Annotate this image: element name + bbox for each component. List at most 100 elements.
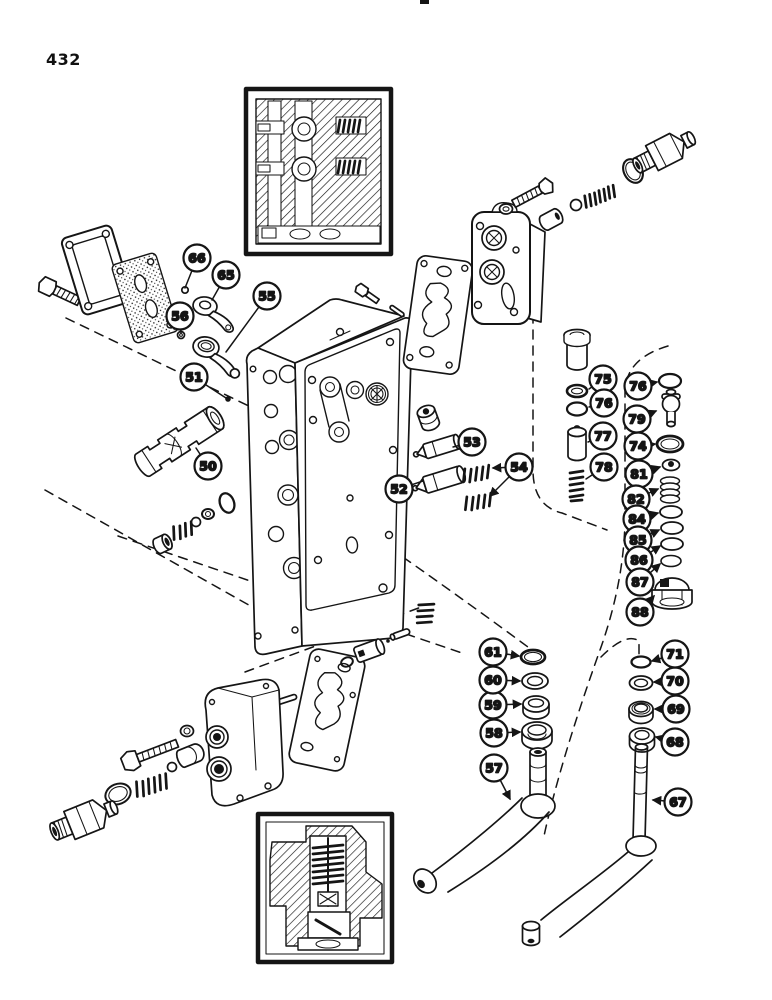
callout-56: 56 [165,301,195,334]
svg-text:74: 74 [629,439,647,454]
ring-86 [660,537,684,551]
ball-bottom [166,761,178,773]
seat-81 [661,458,681,472]
detent-ball [190,516,202,528]
cover-gasket [111,252,179,344]
svg-text:65: 65 [217,268,234,283]
page-number: 432 [46,50,81,69]
svg-text:68: 68 [666,735,683,750]
callout-58: 58 [479,718,522,748]
callout-55: 55 [225,281,282,353]
callout-52: 52 [384,474,424,504]
ring-85 [660,521,684,535]
body-top-bolt [354,282,381,305]
callout-77: 77 [587,421,618,451]
machined-land [304,328,401,611]
svg-text:52: 52 [390,482,407,497]
check-valve-group [411,404,493,512]
callout-70: 70 [652,666,690,696]
seal-58 [521,721,553,750]
callout-68: 68 [654,727,690,757]
callouts: 5051525354555657585960616566676869707174… [165,243,693,817]
relief-column-left [563,328,591,503]
cap-plug [563,328,591,371]
callout-61: 61 [478,637,521,667]
plug-bottom [175,743,205,769]
cover-washer-top [498,203,514,215]
check-spring-b [464,491,493,512]
spring-78 [568,469,585,503]
svg-text:75: 75 [594,372,611,387]
callout-86: 86 [624,545,662,575]
callout-75: 75 [588,364,618,394]
svg-text:70: 70 [666,674,684,689]
washer-stack-left [519,648,553,750]
detent-plug-2 [353,638,386,663]
svg-text:78: 78 [595,460,612,475]
backup-ring-75 [565,383,589,399]
poppet-52 [411,465,467,494]
callout-50: 50 [193,447,223,481]
callout-59: 59 [478,690,523,720]
spring-bottom [135,772,168,798]
relief-column-right [651,372,693,610]
bottom-cover-gasket [288,648,366,772]
svg-text:51: 51 [185,370,202,385]
spool-lever-67 [521,743,657,947]
callout-54: 54 [488,452,534,498]
callout-67: 67 [651,787,693,817]
top-cover-gasket [402,254,474,376]
callout-53: 53 [452,427,487,457]
body-front-holes [249,364,306,640]
svg-text:55: 55 [258,289,275,304]
o-ring-76-right [657,372,683,390]
poppet-79 [661,388,681,428]
callout-78: 78 [585,452,619,482]
callout-69: 69 [653,694,691,724]
callout-79: 79 [622,404,658,434]
svg-text:77: 77 [594,429,611,444]
main-valve-body [245,282,413,656]
svg-text:69: 69 [667,702,684,717]
callout-66: 66 [182,243,212,289]
retainer-ring [201,508,215,520]
svg-text:56: 56 [171,309,189,324]
snap-ring-61 [519,648,547,666]
lever-65 [192,296,235,333]
washer-70 [628,675,654,691]
end-cover-plate-group [37,224,179,344]
callout-65: 65 [211,260,241,301]
cap-nut-88 [651,577,693,610]
svg-text:58: 58 [485,726,502,741]
callout-87: 87 [625,563,662,597]
svg-text:82: 82 [627,492,644,507]
svg-text:81: 81 [630,467,647,482]
poppet-53 [412,433,462,460]
callout-76: 76 [623,371,659,401]
seal-69 [628,700,654,725]
hex-fitting-bottom [49,799,119,841]
svg-text:59: 59 [484,698,501,713]
bottom-end-cover [204,678,284,807]
svg-text:57: 57 [485,761,502,776]
lever-55 [192,336,241,379]
detent-cup [152,533,173,555]
washer-stack-right [628,655,656,753]
cover-bolt [37,275,82,307]
seal-59 [522,695,550,720]
relief-ball [569,198,583,212]
svg-text:60: 60 [484,673,502,688]
svg-text:54: 54 [510,460,528,475]
svg-text:87: 87 [631,575,648,590]
svg-text:84: 84 [628,512,646,527]
callout-81: 81 [624,459,662,489]
o-ring-74 [655,434,685,454]
top-end-cover-group [402,130,697,376]
svg-text:76: 76 [629,379,647,394]
washer-bottom [179,724,195,738]
ring-87 [660,554,682,568]
body-top-pin [389,304,405,318]
hex-plug [416,404,441,432]
